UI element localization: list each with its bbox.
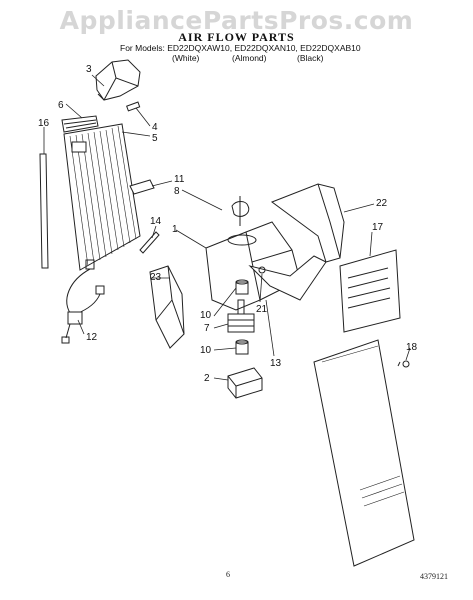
callout-8: 8 xyxy=(174,186,180,197)
callout-10-lower: 10 xyxy=(200,345,212,356)
document-number: 4379121 xyxy=(420,572,448,581)
part-4-screw xyxy=(126,101,141,112)
callout-11: 11 xyxy=(174,174,185,185)
callout-6: 6 xyxy=(58,100,64,111)
callout-3: 3 xyxy=(86,64,92,75)
part-14-rod xyxy=(139,231,160,254)
callout-23: 23 xyxy=(150,272,162,283)
diagram-title: AIR FLOW PARTS xyxy=(178,30,295,44)
part-21-clip xyxy=(258,266,266,274)
color-almond: (Almond) xyxy=(232,53,267,63)
part-10-grommet-lower xyxy=(235,339,249,355)
part-6-bar xyxy=(61,115,99,133)
callout-2: 2 xyxy=(204,373,210,384)
callout-1: 1 xyxy=(172,224,178,235)
part-12-harness xyxy=(61,259,105,344)
callout-7: 7 xyxy=(204,323,210,334)
part-18-screw xyxy=(397,360,410,368)
part-8-fan-blade xyxy=(231,196,250,226)
callout-12: 12 xyxy=(86,332,98,343)
part-16-strip xyxy=(39,153,49,269)
part-23-baffle xyxy=(149,265,185,349)
part-13-channel xyxy=(248,255,327,301)
part-11-switch xyxy=(129,179,155,195)
models-line: For Models: ED22DQXAW10, ED22DQXAN10, ED… xyxy=(120,43,361,53)
page-number: 6 xyxy=(226,570,230,579)
part-22-rear-panel xyxy=(270,183,345,263)
callout-18: 18 xyxy=(406,342,418,353)
callout-5: 5 xyxy=(152,133,158,144)
part-3-cover xyxy=(95,59,141,101)
color-white: (White) xyxy=(172,53,200,63)
callout-16: 16 xyxy=(38,118,50,129)
part-10-grommet-upper xyxy=(235,279,249,295)
callout-13: 13 xyxy=(270,358,282,369)
part-1-fan-housing xyxy=(205,221,301,311)
callout-4: 4 xyxy=(152,122,158,133)
part-7-motor xyxy=(227,299,255,333)
color-black: (Black) xyxy=(297,53,324,63)
part-5-duct-panel xyxy=(63,123,141,271)
callout-17: 17 xyxy=(372,222,384,233)
callout-10-upper: 10 xyxy=(200,310,212,321)
callout-14: 14 xyxy=(150,216,162,227)
callout-22: 22 xyxy=(376,198,388,209)
part-2-bracket xyxy=(227,367,263,399)
leader-lines xyxy=(43,74,411,381)
watermark: AppliancePartsPros.com xyxy=(59,6,414,35)
part-17-cover-plate xyxy=(339,249,401,333)
callout-21: 21 xyxy=(256,304,268,315)
lower-duct-panel xyxy=(313,339,415,567)
